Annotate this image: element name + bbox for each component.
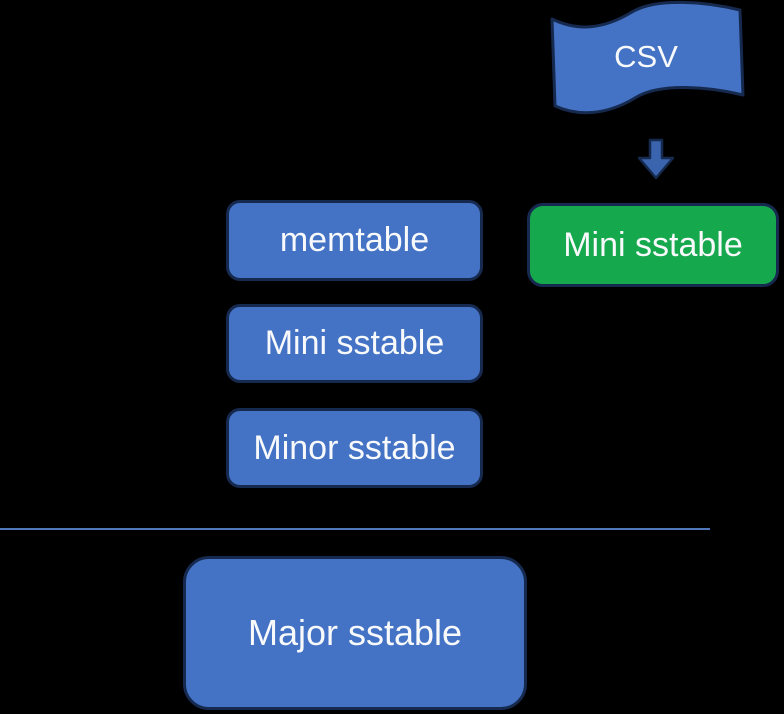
wave-shape-icon — [550, 0, 745, 115]
node-major-sstable: Major sstable — [183, 556, 527, 710]
node-mini-sstable: Mini sstable — [226, 304, 483, 383]
divider-line — [0, 528, 710, 530]
node-memtable: memtable — [226, 200, 483, 281]
down-arrow-icon — [637, 138, 675, 180]
node-minor-sstable: Minor sstable — [226, 408, 483, 488]
csv-flag-shape: CSV — [547, 0, 745, 116]
csv-flag-label: CSV — [614, 39, 678, 74]
node-mini-sstable-incoming: Mini sstable — [527, 203, 779, 287]
